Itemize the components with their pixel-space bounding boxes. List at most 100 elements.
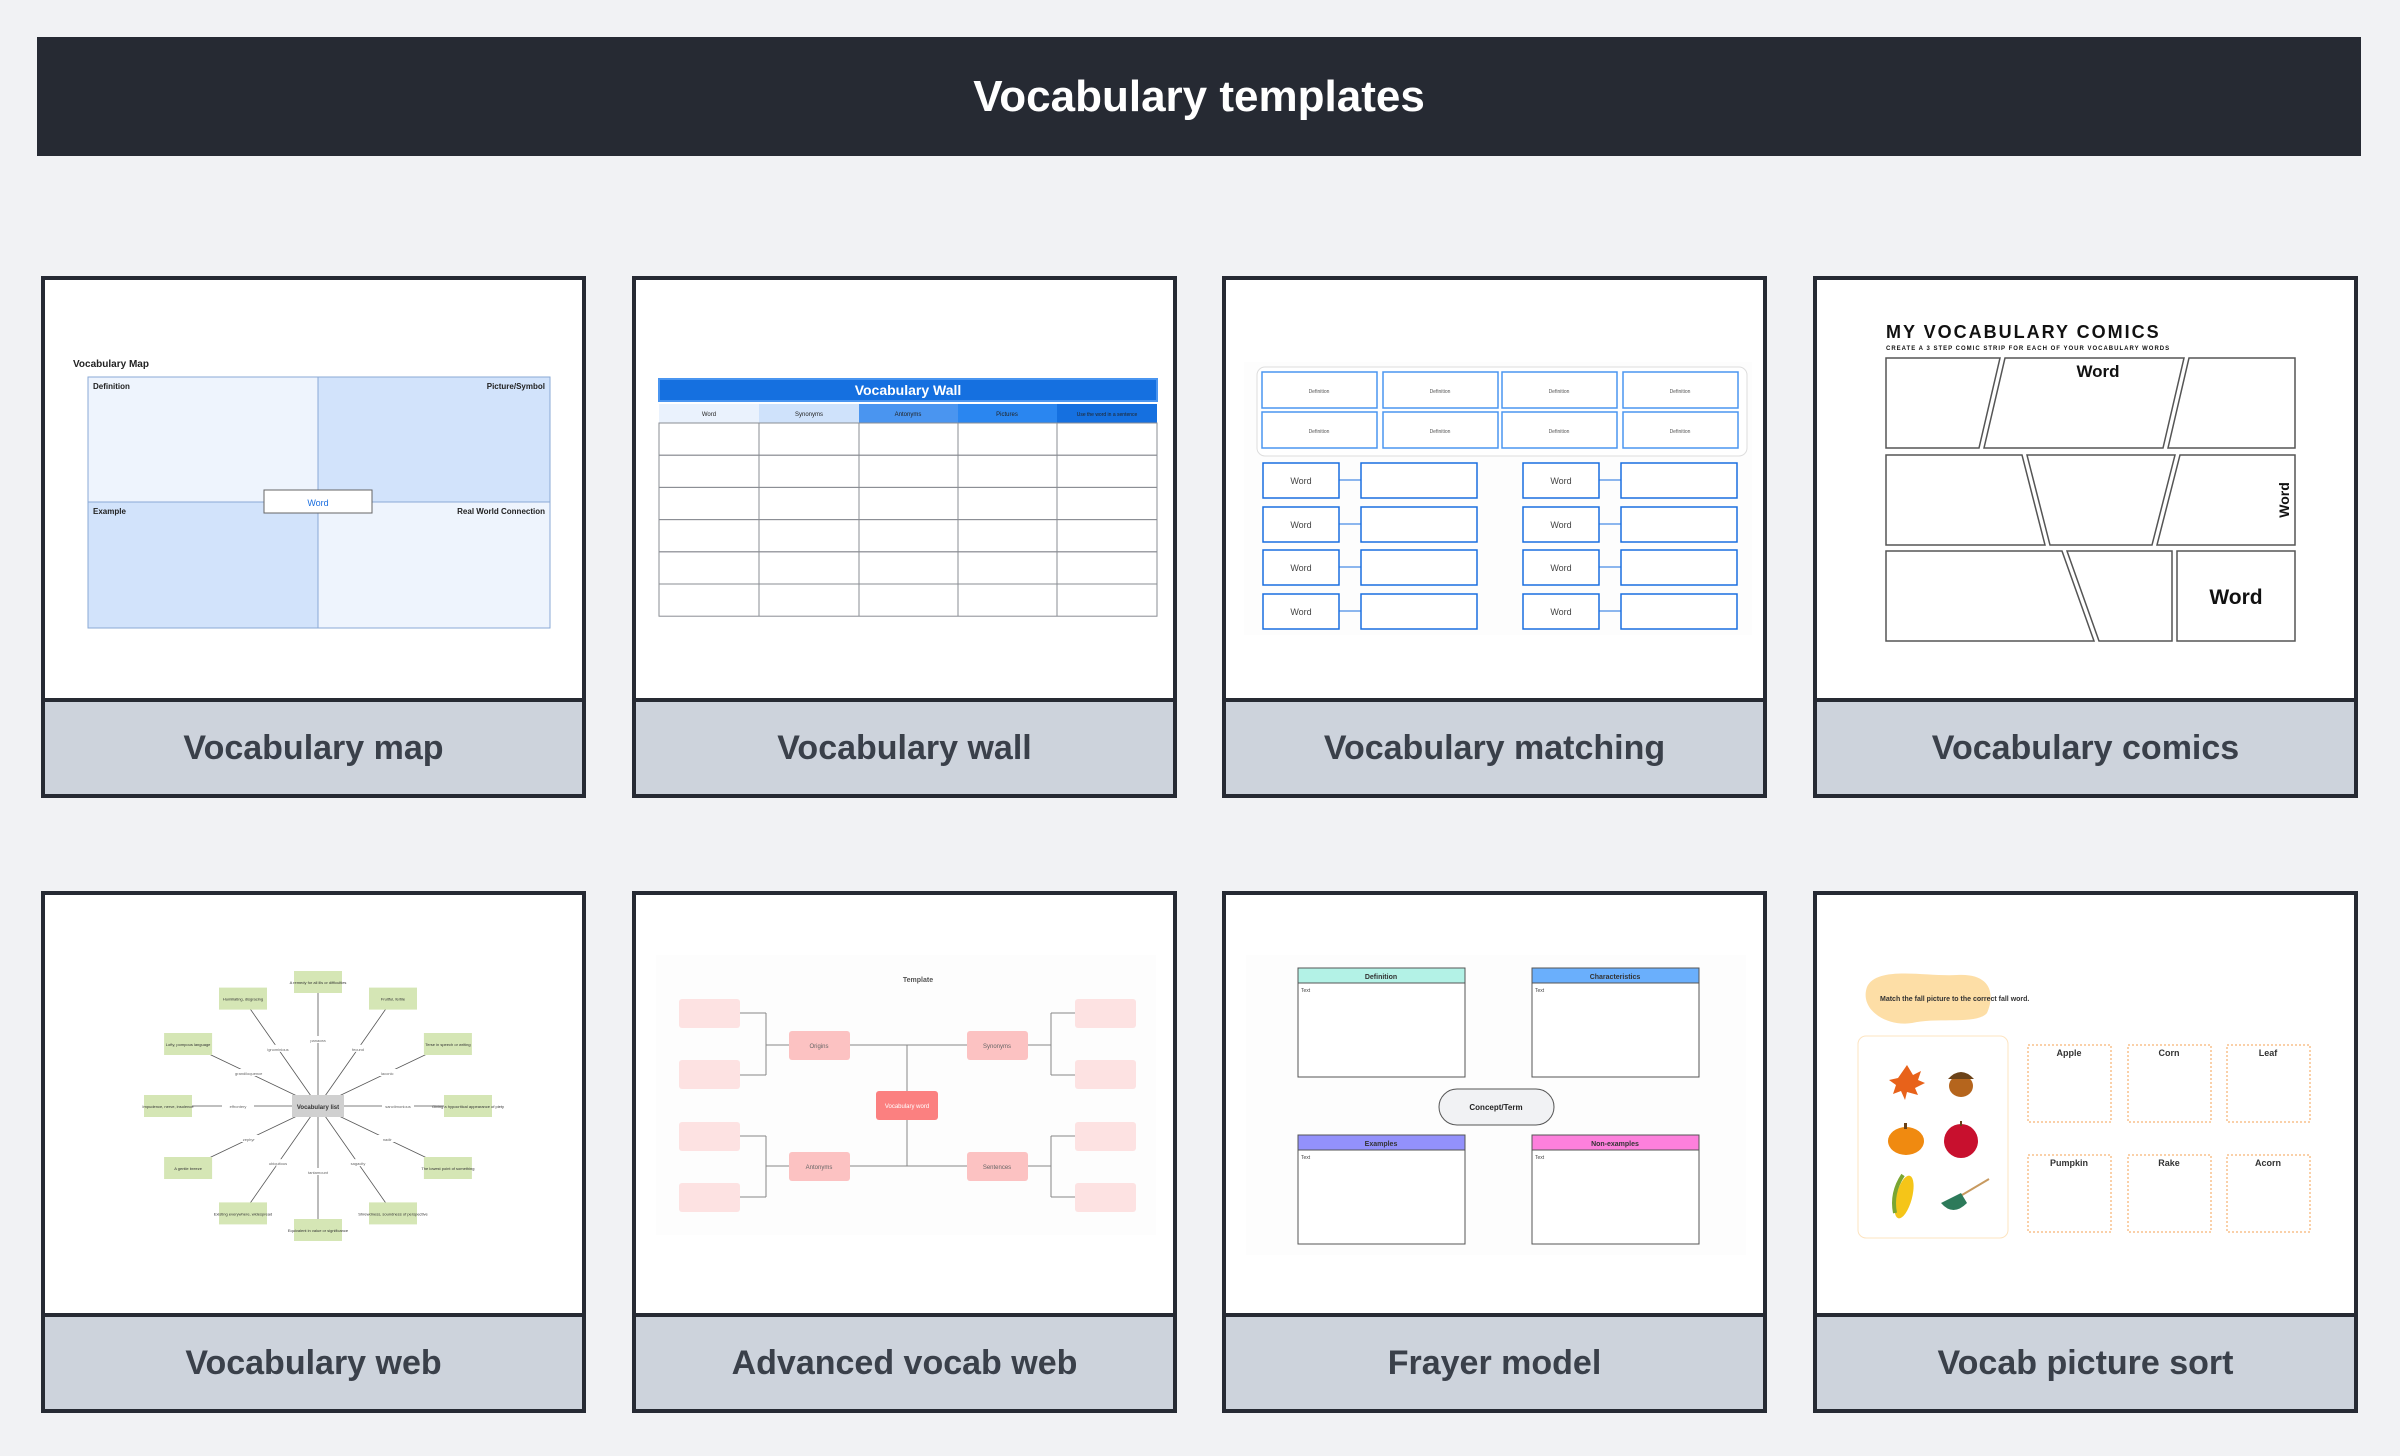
comics-word-vertical: Word [2276,482,2292,518]
web-word: ubiquitous [269,1161,287,1166]
template-thumbnail: A remedy for all ills or difficulties pan… [45,895,582,1313]
web-definition: Existing everywhere, widespread [214,1211,272,1216]
web-definition: Lofty, pompous language [166,1042,211,1047]
adv-synonyms-node: Synonyms [983,1044,1011,1050]
match-definition: Definition [1309,389,1330,395]
web-definition-node [164,1033,213,1055]
page-title: Vocabulary templates [973,71,1425,121]
adv-sentences-node: Sentences [983,1165,1011,1171]
template-card-vocab-picture-sort[interactable]: Match the fall picture to the correct fa… [1813,891,2358,1413]
web-word: effrontery [230,1104,247,1109]
sort-word: Corn [2159,1048,2180,1058]
web-definition: Impudence, nerve, insolence [142,1104,194,1109]
web-definition-node [444,1095,492,1117]
web-definition: A remedy for all ills or difficulties [290,980,347,985]
match-definition: Definition [1430,429,1451,435]
template-card-vocabulary-map[interactable]: Vocabulary Map Definition Picture/Symbol… [41,276,586,798]
map-example-label: Example [93,507,126,516]
sort-drop-box [2127,1154,2212,1233]
web-word: nadir [383,1137,393,1142]
web-definition-node [294,1219,342,1241]
template-card-frayer-model[interactable]: Definition Characteristics Examples Non-… [1222,891,1767,1413]
apple-picture [1944,1121,1978,1158]
adv-origins-node: Origins [809,1044,828,1050]
frayer-text: Text [1301,988,1311,994]
map-real-world-label: Real World Connection [457,507,545,516]
template-card-vocabulary-wall[interactable]: Vocabulary Wall Word Synonyms Antonyms P… [632,276,1177,798]
web-center-node: Vocabulary list [297,1105,339,1111]
web-definition: Giving a hypocritical appearance of piet… [432,1104,504,1109]
web-word: panacea [310,1038,326,1043]
match-word: Word [1550,607,1571,617]
web-definition: The lowest point of something [421,1166,474,1171]
wall-row [658,486,1158,521]
match-word: Word [1290,520,1311,530]
wall-col-header: Use the word in a sentence [1077,412,1138,418]
web-definition-node [294,971,342,993]
match-word: Word [1290,476,1311,486]
sort-word: Acorn [2255,1158,2281,1168]
template-card-vocabulary-comics[interactable]: MY VOCABULARY COMICS CREATE A 3 STEP COM… [1813,276,2358,798]
corn-picture [1892,1173,1914,1219]
rake-picture [1941,1178,1990,1210]
frayer-text: Text [1301,1155,1311,1161]
wall-row [658,583,1158,617]
match-definition: Definition [1670,389,1691,395]
match-word: Word [1290,607,1311,617]
template-card-vocabulary-web[interactable]: A remedy for all ills or difficulties pan… [41,891,586,1413]
card-label: Vocab picture sort [1817,1313,2354,1409]
web-definition: A gentle breeze [174,1166,203,1171]
web-definition-node [423,1157,472,1179]
web-definition: Terse in speech or writing [425,1042,470,1047]
sort-instruction: Match the fall picture to the correct fa… [1880,996,2029,1003]
adv-center-node: Vocabulary word [885,1104,929,1110]
web-definition: Shrewdness, soundness of perspective [358,1211,428,1216]
template-card-advanced-vocab-web[interactable]: Template Vocabulary word Origins S [632,891,1177,1413]
card-label: Vocabulary web [45,1313,582,1409]
card-label: Vocabulary map [45,698,582,794]
frayer-examples: Examples [1365,1141,1398,1148]
match-word: Word [1550,476,1571,486]
web-definition: Equivalent in value or significance [288,1228,349,1233]
page-header: Vocabulary templates [37,37,2361,156]
sort-word: Pumpkin [2050,1158,2088,1168]
sort-drop-box [2226,1044,2311,1123]
frayer-characteristics: Characteristics [1590,974,1641,981]
sort-word: Rake [2158,1158,2180,1168]
wall-col-header: Pictures [996,412,1018,418]
comics-word-bottom: Word [2209,586,2262,609]
match-word: Word [1550,563,1571,573]
web-word: fecund [352,1047,364,1052]
web-word: tantamount [308,1170,329,1175]
acorn-picture [1948,1072,1974,1097]
web-word: sagacity [351,1161,366,1166]
frayer-center: Concept/Term [1469,1103,1522,1112]
template-thumbnail: MY VOCABULARY COMICS CREATE A 3 STEP COM… [1817,280,2354,698]
wall-title: Vocabulary Wall [855,382,962,398]
card-label: Frayer model [1226,1313,1763,1409]
web-word: sanctimonious [385,1104,411,1109]
map-center-word: Word [307,498,328,508]
sort-drop-box [2027,1154,2112,1233]
adv-title: Template [903,977,933,984]
template-thumbnail: Definition Characteristics Examples Non-… [1226,895,1763,1313]
web-definition-node [219,987,267,1010]
frayer-non-examples: Non-examples [1591,1141,1639,1148]
template-thumbnail: Match the fall picture to the correct fa… [1817,895,2354,1313]
web-definition-node [164,1157,213,1179]
web-definition-node [423,1033,472,1055]
template-thumbnail: Template Vocabulary word Origins S [636,895,1173,1313]
web-definition: Humiliating, disgracing [223,997,263,1002]
map-picture-label: Picture/Symbol [487,382,545,391]
web-definition-node [369,1202,417,1225]
card-label: Vocabulary comics [1817,698,2354,794]
sort-drop-box [2127,1044,2212,1123]
sort-word: Leaf [2259,1048,2279,1058]
wall-row [658,422,1158,456]
adv-antonyms-node: Antonyms [806,1165,833,1171]
match-definition: Definition [1309,429,1330,435]
comics-subtitle: CREATE A 3 STEP COMIC STRIP FOR EACH OF … [1886,346,2170,352]
template-thumbnail: Vocabulary Wall Word Synonyms Antonyms P… [636,280,1173,698]
web-definition-node [219,1202,267,1225]
